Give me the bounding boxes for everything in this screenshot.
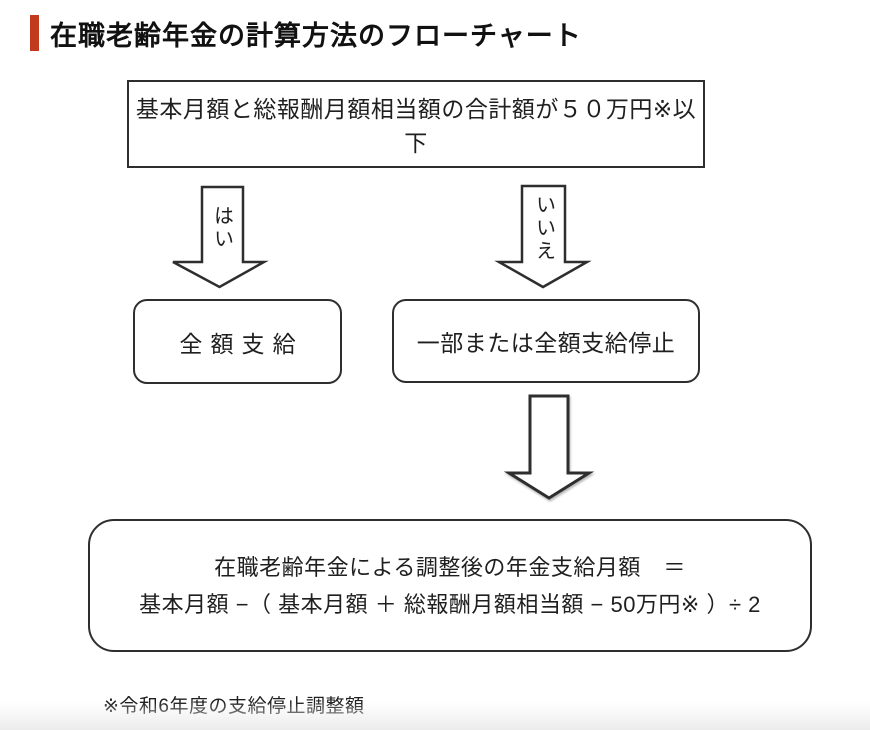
partial-or-full-suspension-box-label: 一部または全額支給停止 <box>416 330 676 356</box>
formula-line1: 在職老齢年金による調整後の年金支給月額 ＝ <box>214 554 686 580</box>
full-payment-box-label: 全額支給 <box>179 330 304 357</box>
title-accent-bar <box>30 15 39 51</box>
condition-box-label: 基本月額と総報酬月額相当額の合計額が５０万円※以下 <box>135 96 697 156</box>
yes-arrow-down-icon <box>172 185 269 289</box>
condition-box: 基本月額と総報酬月額相当額の合計額が５０万円※以下 <box>127 80 705 168</box>
yes-arrow-label: はい <box>210 205 233 251</box>
result-arrow-down-icon <box>503 394 595 500</box>
footnote: ※令和6年度の支給停止調整額 <box>103 696 365 717</box>
full-payment-box: 全額支給 <box>133 299 342 384</box>
no-arrow-down-icon <box>494 184 592 289</box>
page-header: 在職老齢年金の計算方法のフローチャート <box>30 13 582 53</box>
no-arrow-label: いいえ <box>532 193 555 263</box>
page-title: 在職老齢年金の計算方法のフローチャート <box>50 20 582 51</box>
partial-or-full-suspension-box: 一部または全額支給停止 <box>392 299 700 383</box>
formula-box: 在職老齢年金による調整後の年金支給月額 ＝ 基本月額 −（ 基本月額 ＋ 総報酬… <box>88 519 812 652</box>
formula-line2: 基本月額 −（ 基本月額 ＋ 総報酬月額相当額 − 50万円※ ）÷ 2 <box>139 591 761 617</box>
